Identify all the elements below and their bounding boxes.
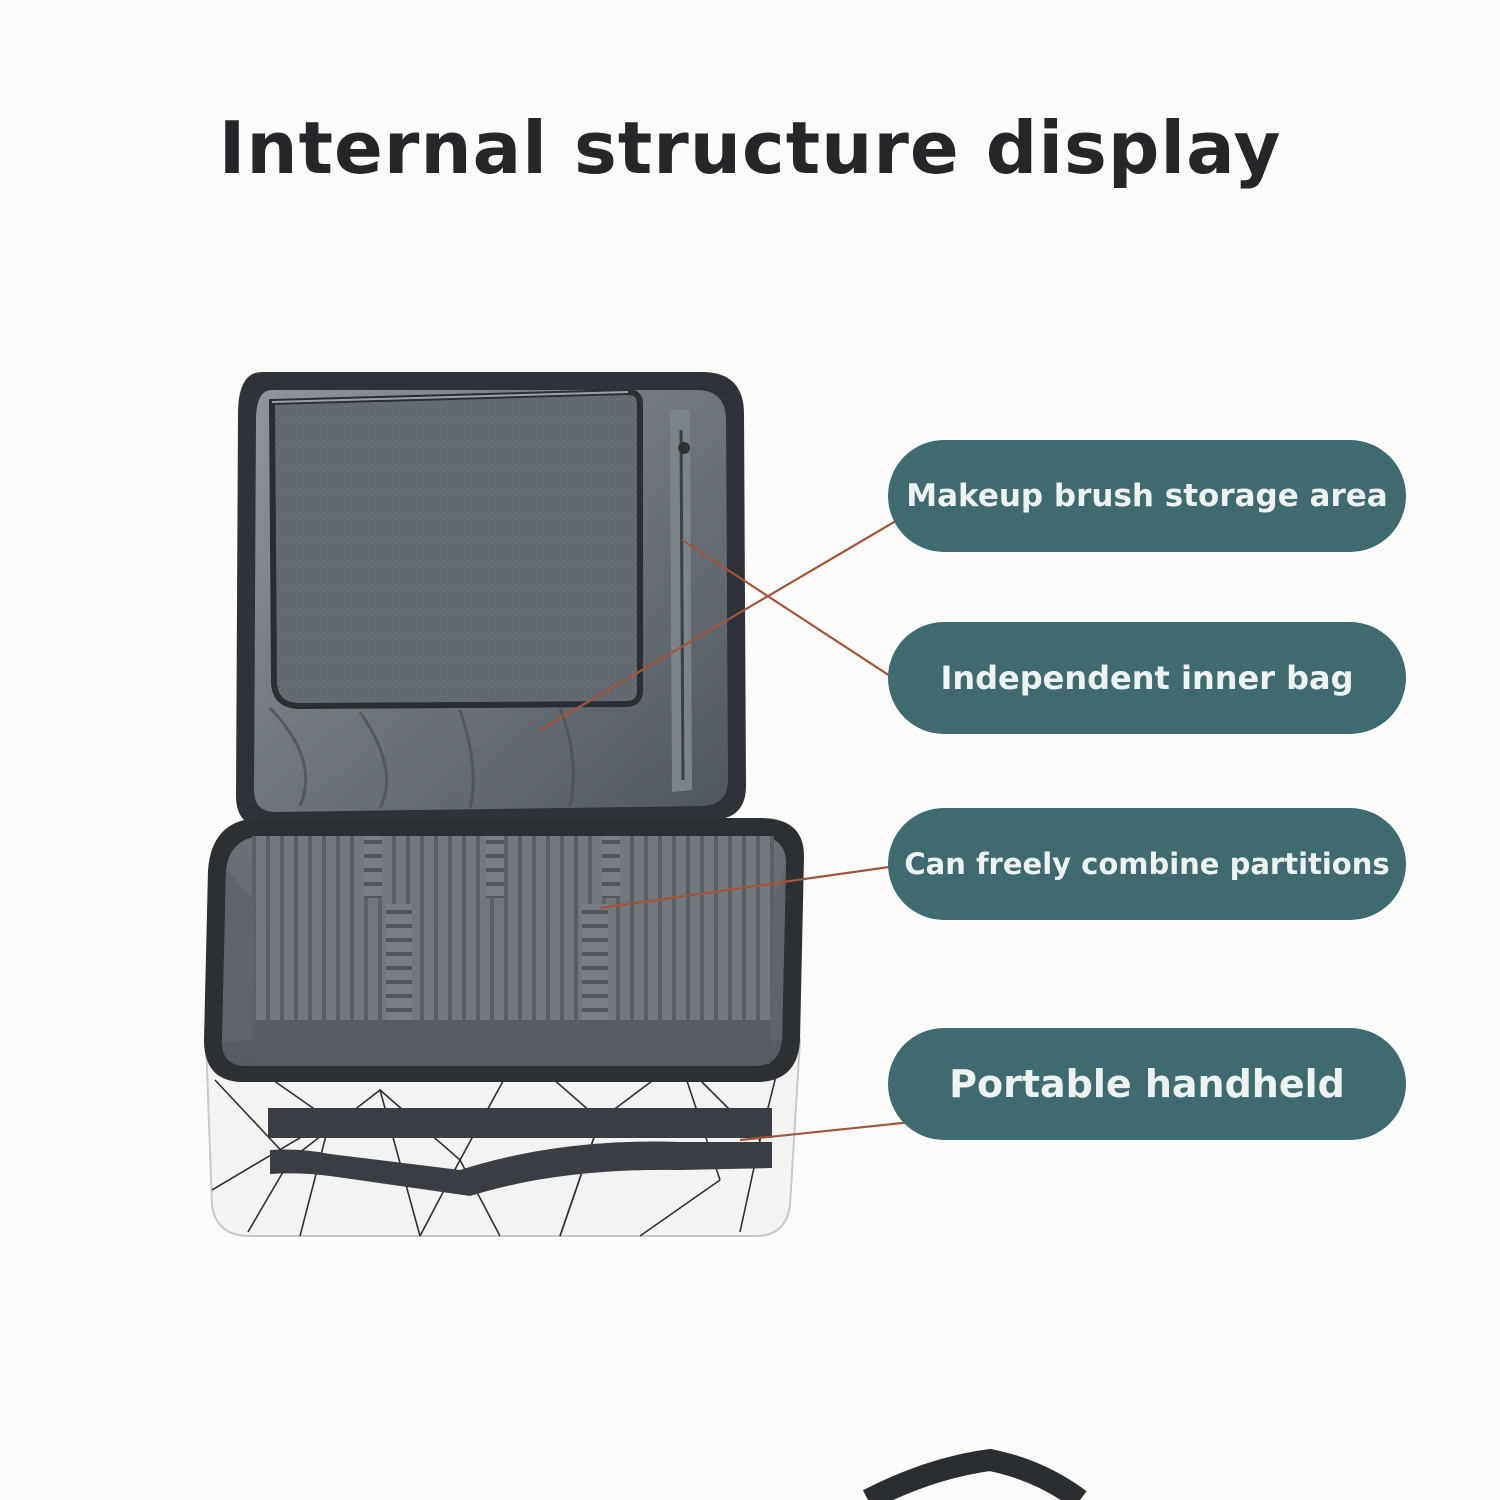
carry-handle [268, 1108, 772, 1196]
page-title: Internal structure display [218, 106, 1282, 190]
callout-makeup-brush-storage-area: Makeup brush storage area [888, 440, 1406, 552]
lower-bag-handle [862, 1448, 1087, 1500]
mesh-pocket [268, 388, 643, 710]
callout-combine-partitions: Can freely combine partitions [888, 808, 1406, 920]
case-base [204, 818, 804, 1237]
callout-portable-handheld: Portable handheld [888, 1028, 1406, 1140]
leader-lines [539, 507, 919, 1142]
case-lid [236, 372, 746, 828]
callout-independent-inner-bag: Independent inner bag [888, 622, 1406, 734]
